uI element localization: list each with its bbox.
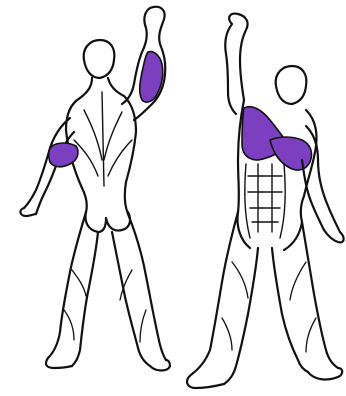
front-shoulder-highlight — [270, 137, 312, 170]
back-spine — [74, 92, 132, 186]
front-hips — [238, 212, 303, 250]
back-legs — [48, 212, 166, 366]
back-head — [84, 40, 115, 78]
front-view-figure — [187, 14, 344, 388]
front-leg-detail — [222, 262, 316, 352]
back-view-figure — [20, 7, 170, 371]
front-head — [276, 66, 307, 104]
back-feet — [46, 358, 170, 371]
back-left-hand — [20, 208, 36, 216]
front-abs — [245, 164, 285, 238]
front-right-hand — [324, 230, 344, 242]
front-feet — [187, 368, 342, 388]
front-legs — [192, 212, 338, 384]
back-glutes — [86, 212, 131, 232]
